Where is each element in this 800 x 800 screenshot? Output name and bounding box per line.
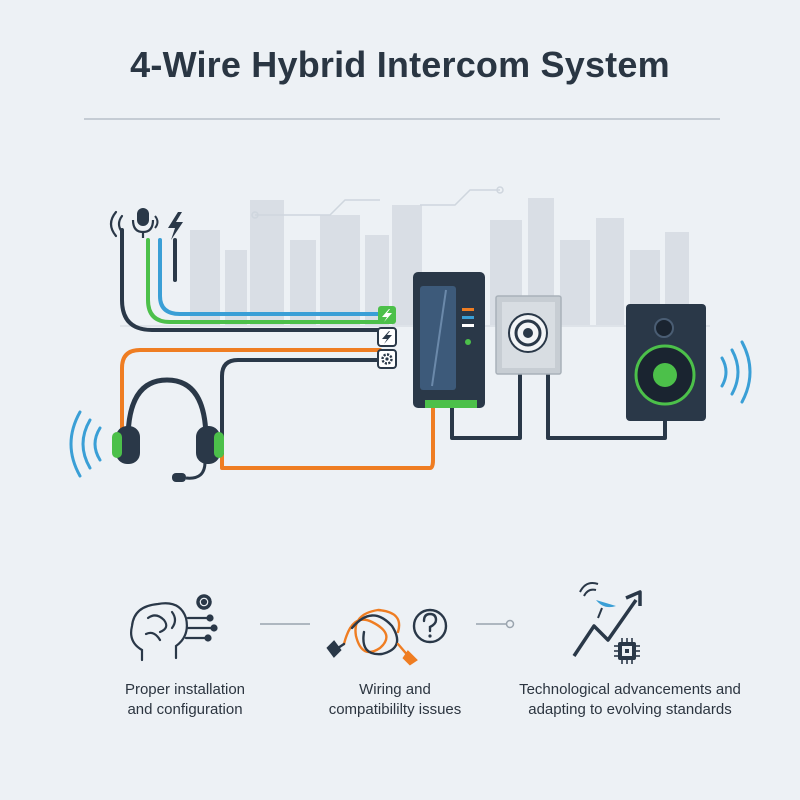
orange-wire-bottom — [220, 403, 435, 470]
connector-badge-gear — [377, 349, 397, 369]
microphone-icon — [131, 208, 159, 238]
page-title: 4-Wire Hybrid Intercom System — [130, 44, 670, 85]
connector-badge-lightning-navy — [377, 327, 397, 347]
skyline-circuit-lines — [251, 186, 504, 219]
connector-line-dot — [505, 619, 515, 629]
navy-wire-top — [120, 228, 382, 332]
caption-installation: Proper installation and configuration — [124, 681, 246, 718]
hybrid-unit-icon — [413, 272, 485, 408]
signal-trend-chip-icon — [572, 582, 642, 664]
blue-wire — [158, 238, 382, 316]
lightning-icon — [168, 212, 183, 240]
wire-bundle — [120, 228, 667, 470]
unit-to-panel-wire — [450, 343, 522, 440]
caption-technology: Technological advancements and adapting … — [519, 681, 741, 718]
speaker-sound-waves — [720, 340, 752, 404]
title-divider — [84, 118, 720, 120]
brain-gear-icon — [130, 594, 218, 662]
speaker-icon — [626, 304, 706, 421]
caption-wiring: Wiring and compatibililty issues — [328, 681, 462, 718]
headset-sound-waves — [69, 410, 102, 478]
sound-wave-icon — [109, 210, 124, 238]
panel-to-speaker-wire — [546, 343, 667, 440]
tangled-cable-question-icon — [326, 608, 448, 666]
green-wire — [146, 238, 382, 324]
connector-badge-lightning-green — [378, 306, 396, 324]
orange-wire-top — [120, 348, 382, 432]
navy-wire-middle — [220, 358, 382, 457]
headset-icon — [112, 377, 224, 482]
wall-panel-icon — [495, 295, 562, 375]
